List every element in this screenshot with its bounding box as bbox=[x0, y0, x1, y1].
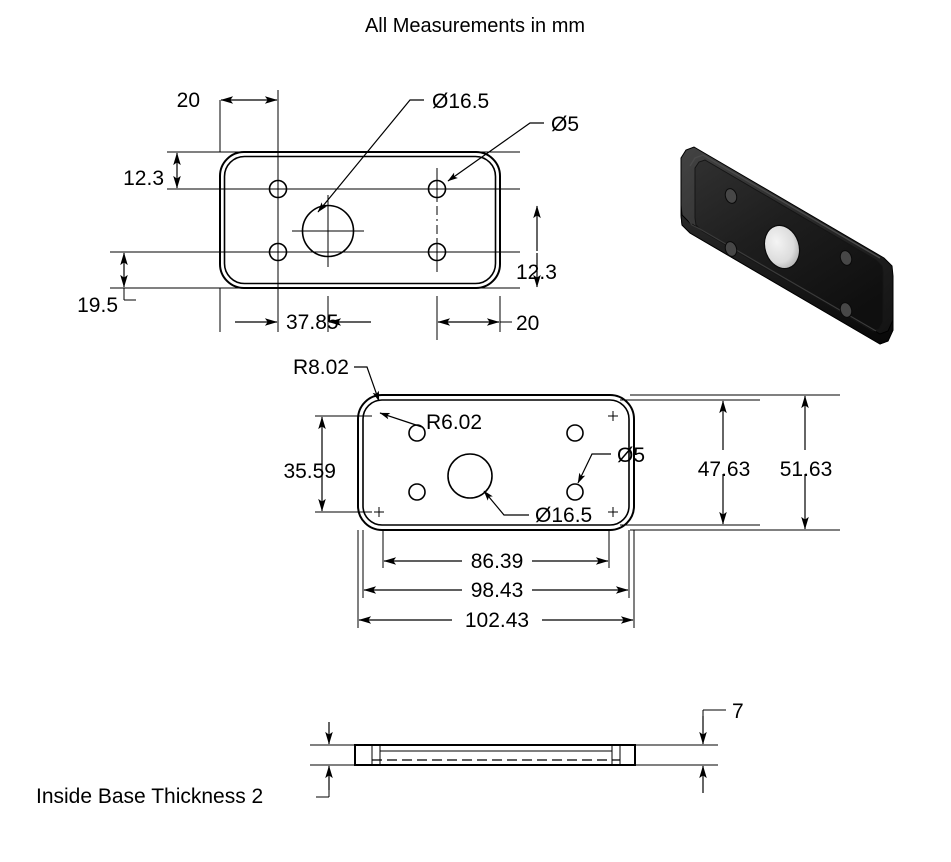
dim-label-37-85: 37.85 bbox=[286, 311, 339, 334]
callout-label-dia-16-5-plan: Ø16.5 bbox=[535, 504, 592, 527]
dim-label-7: 7 bbox=[732, 700, 744, 723]
iso-hole-1 bbox=[724, 188, 738, 204]
top-view-callout-big-hole: Ø16.5 bbox=[317, 90, 489, 213]
callout-label-dia-5-plan: Ø5 bbox=[617, 444, 645, 467]
top-view-dim-20-bottom-right: 20 bbox=[437, 312, 539, 335]
iso-hole-4 bbox=[839, 302, 853, 318]
plan-corner-cross-bottom-right bbox=[608, 507, 618, 517]
plan-dim-86-39: 86.39 bbox=[383, 549, 609, 573]
plan-dim-47-63: 47.63 bbox=[692, 400, 756, 525]
callout-label-inside-base-thickness: Inside Base Thickness 2 bbox=[36, 785, 263, 808]
plan-dim-35-59: 35.59 bbox=[283, 416, 336, 512]
plan-callout-r8-02: R8.02 bbox=[293, 356, 380, 402]
top-view-dim-19-5: 19.5 bbox=[77, 252, 136, 317]
dim-label-47-63: 47.63 bbox=[698, 458, 751, 481]
dim-label-51-63: 51.63 bbox=[780, 458, 833, 481]
dim-label-20-top: 20 bbox=[177, 89, 200, 112]
plan-callout-r6-02: R6.02 bbox=[379, 411, 482, 434]
dim-label-102-43: 102.43 bbox=[465, 609, 529, 632]
page-title: All Measurements in mm bbox=[365, 15, 585, 37]
dim-label-98-43: 98.43 bbox=[471, 579, 524, 602]
plan-hole-upper-right bbox=[566, 424, 584, 442]
iso-pocket-rim-highlight bbox=[689, 154, 881, 259]
callout-label-dia-16-5: Ø16.5 bbox=[432, 90, 489, 113]
plan-callout-dia-5: Ø5 bbox=[577, 444, 645, 484]
top-view-inner-outline bbox=[223, 155, 497, 285]
top-view-callout-small-hole: Ø5 bbox=[447, 113, 579, 182]
top-view-outer-outline bbox=[219, 151, 501, 289]
iso-hole-3 bbox=[839, 250, 853, 266]
top-view: 20 12.3 19.5 37.85 12.3 bbox=[77, 89, 579, 340]
plan-corner-cross-bottom-left bbox=[374, 507, 384, 517]
dim-label-12-3-right: 12.3 bbox=[516, 261, 557, 284]
dim-label-20-bottom-right: 20 bbox=[516, 312, 539, 335]
iso-rim-edge-lower bbox=[685, 215, 877, 332]
plan-center-hole bbox=[447, 453, 493, 499]
plan-hole-lower-left bbox=[408, 483, 426, 501]
plan-dim-98-43: 98.43 bbox=[363, 578, 629, 602]
callout-label-dia-5-top: Ø5 bbox=[551, 113, 579, 136]
iso-center-hole bbox=[763, 224, 801, 270]
dim-label-35-59: 35.59 bbox=[283, 460, 336, 483]
iso-hole-2 bbox=[724, 241, 738, 257]
plan-view-outer-outline bbox=[357, 394, 635, 531]
isometric-view bbox=[680, 146, 894, 345]
plan-corner-cross-top-right bbox=[608, 411, 618, 421]
top-view-center-hole bbox=[292, 195, 364, 267]
plan-dim-51-63: 51.63 bbox=[774, 395, 838, 530]
dim-label-12-3-left: 12.3 bbox=[123, 167, 164, 190]
dim-label-86-39: 86.39 bbox=[471, 550, 524, 573]
top-view-dim-20-top: 20 bbox=[177, 89, 278, 120]
section-view: Inside Base Thickness 2 7 bbox=[36, 700, 744, 808]
bottom-plan-view: 35.59 86.39 98.43 102.43 47.63 bbox=[283, 356, 840, 632]
plan-hole-upper-left bbox=[408, 424, 426, 442]
plan-callout-dia-16-5: Ø16.5 bbox=[483, 490, 592, 527]
section-plate-outline bbox=[354, 744, 636, 766]
plan-view-inner-outline bbox=[362, 399, 630, 526]
callout-label-r8-02: R8.02 bbox=[293, 356, 349, 379]
top-view-dim-12-3-left: 12.3 bbox=[123, 151, 220, 190]
dim-label-19-5: 19.5 bbox=[77, 294, 118, 317]
section-dim-inside-base-thickness: Inside Base Thickness 2 bbox=[36, 722, 333, 808]
callout-label-r6-02: R6.02 bbox=[426, 411, 482, 434]
top-view-dim-12-3-right: 12.3 bbox=[516, 205, 557, 288]
section-dim-7: 7 bbox=[699, 700, 744, 793]
plan-hole-lower-right bbox=[566, 483, 584, 501]
plan-dim-102-43: 102.43 bbox=[358, 608, 634, 632]
top-view-dim-37-85: 37.85 bbox=[235, 311, 371, 334]
